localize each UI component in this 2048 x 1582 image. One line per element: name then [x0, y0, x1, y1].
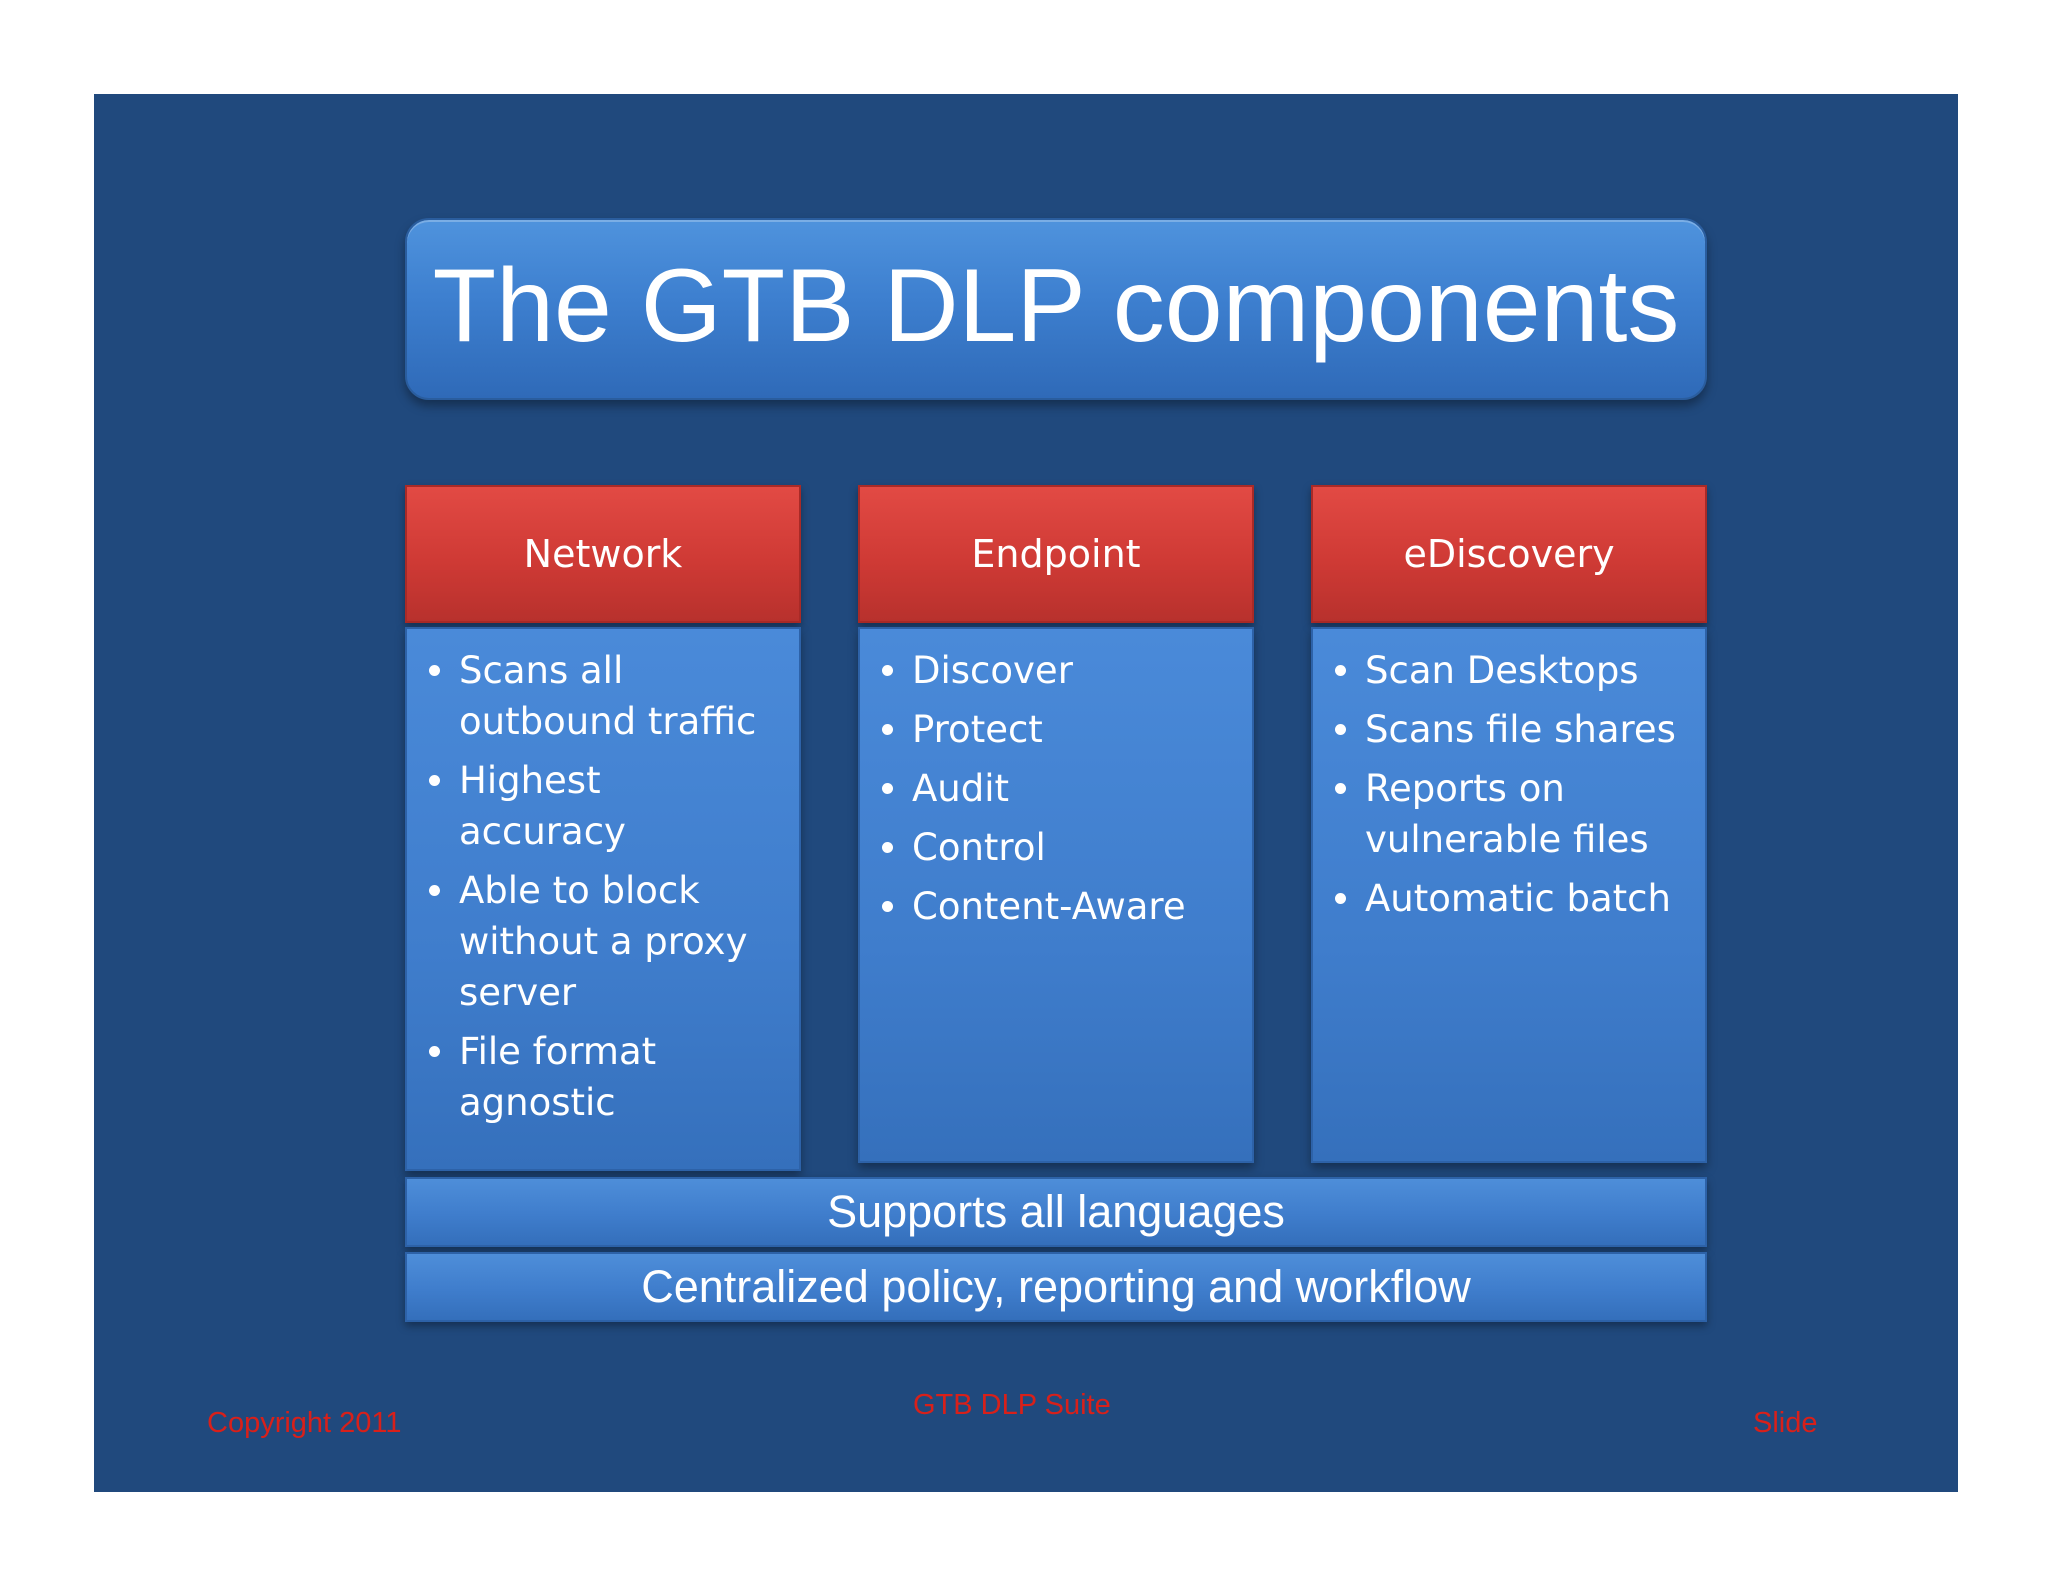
footer-title: GTB DLP Suite	[913, 1389, 1111, 1421]
column-header-label: Endpoint	[971, 532, 1141, 576]
bullet-list: Discover Protect Audit Control Content-A…	[880, 645, 1234, 932]
slide: The GTB DLP components Network Scans all…	[94, 94, 1958, 1492]
column-header-label: Network	[523, 532, 683, 576]
bullet-item: Able to block without a proxy server	[427, 865, 779, 1018]
bullet-item: File format agnostic	[427, 1026, 759, 1128]
footer-slide-number: Slide	[1753, 1407, 1818, 1439]
bullet-item: Content-Aware	[880, 881, 1234, 932]
policy-bar: Centralized policy, reporting and workfl…	[405, 1252, 1707, 1322]
column-header-network: Network	[405, 485, 801, 623]
bullet-item: Scan Desktops	[1333, 645, 1705, 696]
column-network: Network Scans all outbound traffic Highe…	[405, 485, 801, 1171]
languages-bar-label: Supports all languages	[827, 1186, 1285, 1237]
policy-bar-label: Centralized policy, reporting and workfl…	[641, 1261, 1471, 1312]
column-header-ediscovery: eDiscovery	[1311, 485, 1707, 623]
languages-bar: Supports all languages	[405, 1177, 1707, 1247]
bullet-item: Control	[880, 822, 1234, 873]
bullet-item: Scans file shares	[1333, 704, 1715, 755]
bullet-item: Reports on vulnerable files	[1333, 763, 1685, 865]
slide-title: The GTB DLP components	[432, 248, 1680, 364]
column-endpoint: Endpoint Discover Protect Audit Control …	[858, 485, 1254, 1163]
column-body-endpoint: Discover Protect Audit Control Content-A…	[858, 627, 1254, 1163]
column-body-network: Scans all outbound traffic Highest accur…	[405, 627, 801, 1171]
column-ediscovery: eDiscovery Scan Desktops Scans file shar…	[1311, 485, 1707, 1163]
footer-copyright: Copyright 2011	[207, 1407, 402, 1439]
bullet-item: Automatic batch	[1333, 873, 1715, 924]
column-header-label: eDiscovery	[1403, 532, 1615, 576]
bullet-list: Scans all outbound traffic Highest accur…	[427, 645, 781, 1128]
column-header-endpoint: Endpoint	[858, 485, 1254, 623]
bullet-item: Protect	[880, 704, 1234, 755]
bullet-item: Scans all outbound traffic	[427, 645, 759, 747]
bullet-item: Discover	[880, 645, 1234, 696]
bullet-item: Highest accuracy	[427, 755, 759, 857]
bullet-list: Scan Desktops Scans file shares Reports …	[1333, 645, 1687, 924]
column-body-ediscovery: Scan Desktops Scans file shares Reports …	[1311, 627, 1707, 1163]
bullet-item: Audit	[880, 763, 1234, 814]
title-box: The GTB DLP components	[405, 218, 1707, 400]
